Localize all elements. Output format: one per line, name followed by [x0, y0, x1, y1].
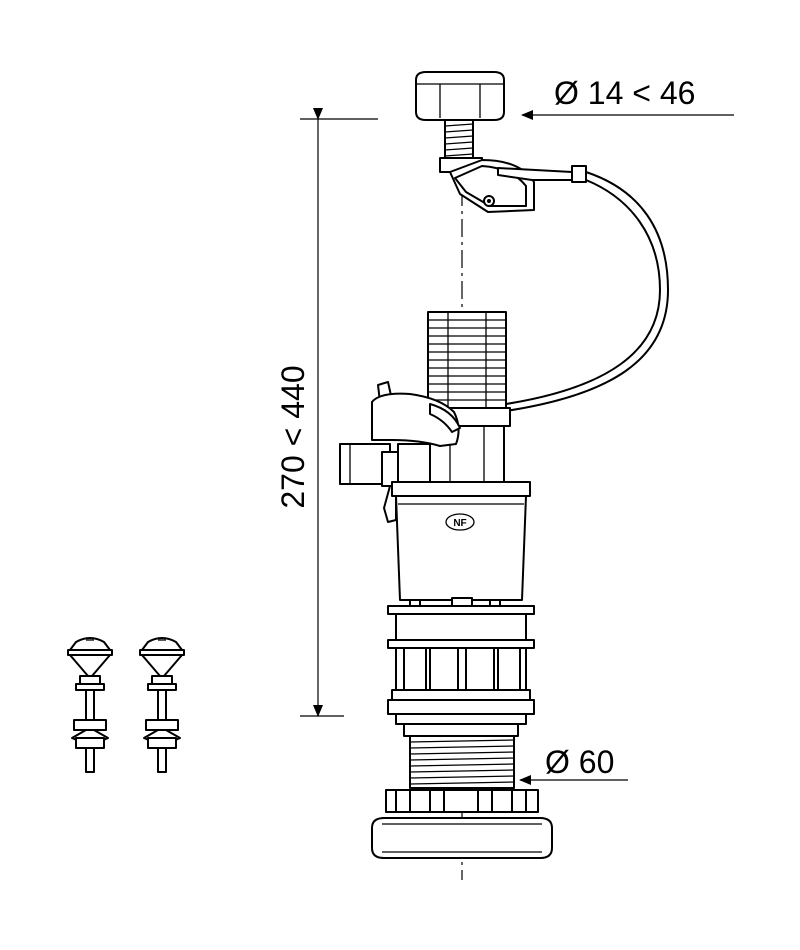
nf-logo-text: NF [453, 518, 466, 529]
main-body: NF [387, 481, 535, 649]
valve-cage [387, 647, 535, 725]
base-diameter-label: Ø 60 [545, 744, 614, 780]
threaded-stem [444, 119, 474, 159]
base-diameter-dimension: Ø 60 [519, 744, 628, 785]
mounting-screw-left [67, 637, 113, 773]
button-diameter-dimension: Ø 14 < 46 [521, 75, 734, 120]
threaded-base [403, 723, 519, 789]
nf-logo: NF [445, 513, 475, 531]
button-diameter-label: Ø 14 < 46 [554, 75, 695, 111]
lock-nut [385, 789, 539, 813]
height-range-label: 270 < 440 [275, 365, 311, 508]
lever-housing [439, 157, 587, 213]
push-button [415, 71, 505, 121]
seal-ring [371, 817, 553, 859]
mounting-screw-right [139, 637, 185, 773]
bowden-cable [505, 171, 669, 412]
height-dimension: 270 < 440 [275, 108, 378, 717]
overflow-tower [423, 311, 511, 483]
